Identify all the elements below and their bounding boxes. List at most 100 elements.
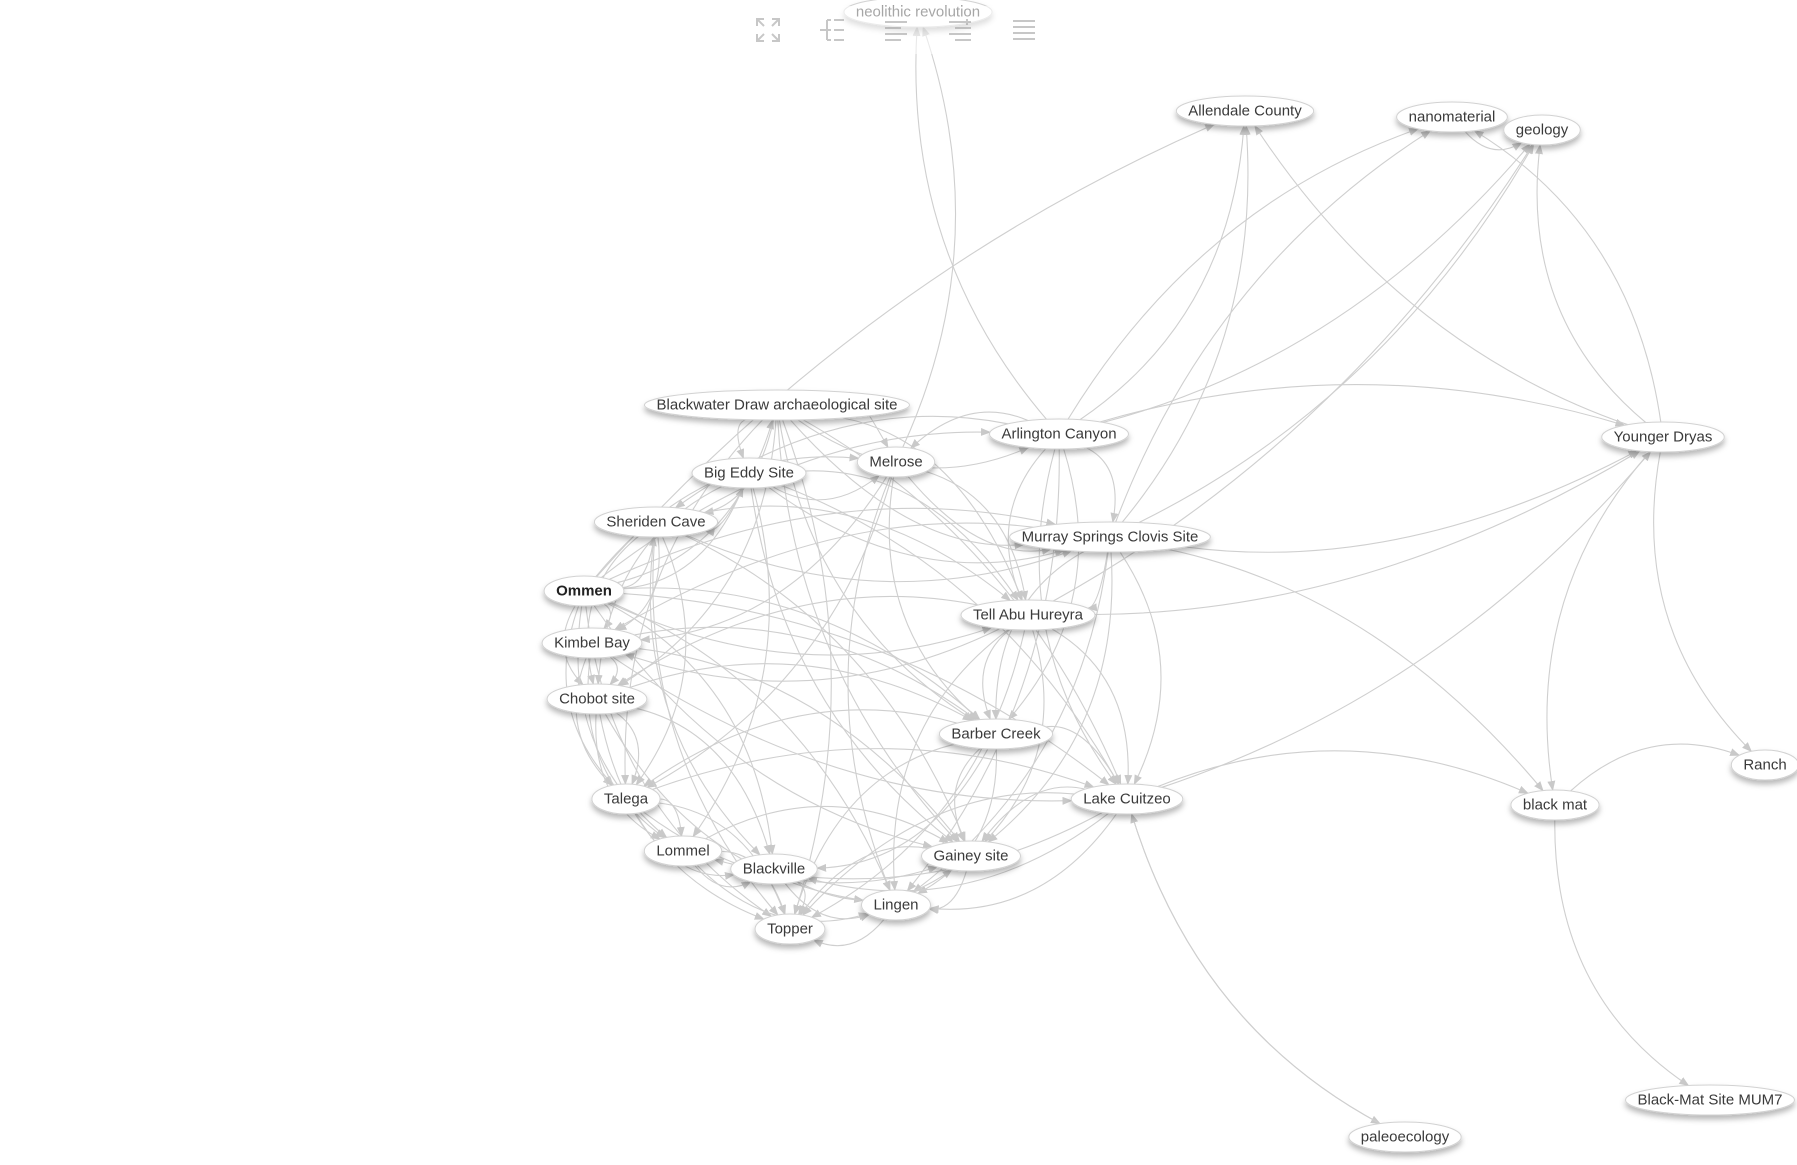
graph-node-blackwater[interactable]: Blackwater Draw archaeological site xyxy=(644,389,910,421)
graph-edge xyxy=(623,587,981,721)
graph-edge xyxy=(902,26,957,448)
node-label: paleoecology xyxy=(1361,1129,1450,1146)
graph-edge xyxy=(705,805,950,844)
node-ellipse xyxy=(989,418,1129,450)
graph-edge xyxy=(1185,450,1639,553)
node-ellipse xyxy=(1396,101,1508,133)
graph-edge xyxy=(1157,750,1529,794)
graph-edge xyxy=(660,798,685,837)
menu-button[interactable] xyxy=(1004,10,1044,50)
node-ellipse xyxy=(691,457,807,489)
align-right-button[interactable] xyxy=(940,10,980,50)
graph-edge xyxy=(613,522,1034,631)
node-ellipse xyxy=(938,718,1054,750)
graph-edge xyxy=(907,475,1052,555)
graph-node-topper[interactable]: Topper xyxy=(754,913,826,945)
node-label: geology xyxy=(1516,122,1569,139)
graph-edge xyxy=(1115,130,1432,523)
graph-node-chobot[interactable]: Chobot site xyxy=(546,683,648,715)
node-ellipse xyxy=(1625,1084,1795,1116)
graph-edge xyxy=(812,918,885,948)
graph-edge xyxy=(784,883,871,922)
graph-edge xyxy=(917,748,997,894)
node-label: Blackwater Draw archaeological site xyxy=(657,397,898,414)
graph-node-gainey[interactable]: Gainey site xyxy=(921,840,1021,872)
node-ellipse xyxy=(960,599,1096,631)
graph-node-lingen[interactable]: Lingen xyxy=(861,889,931,921)
graph-node-blackmatsite[interactable]: Black-Mat Site MUM7 xyxy=(1625,1084,1795,1116)
graph-edge xyxy=(816,748,989,872)
graph-edge xyxy=(772,474,880,501)
graph-node-ommen[interactable]: Ommen xyxy=(543,575,625,607)
graph-edge xyxy=(1100,384,1626,427)
graph-edge xyxy=(658,802,786,916)
node-label: Sheriden Cave xyxy=(606,514,705,531)
node-label: Ommen xyxy=(556,583,612,600)
graph-edge xyxy=(1067,128,1420,420)
graph-edge xyxy=(781,484,1120,786)
graph-edge xyxy=(629,663,973,721)
tree-layout-button[interactable] xyxy=(812,10,852,50)
fullscreen-button[interactable] xyxy=(748,10,788,50)
graph-node-barber[interactable]: Barber Creek xyxy=(938,718,1054,750)
graph-edge xyxy=(1094,450,1641,616)
graph-edge xyxy=(1138,143,1535,524)
graph-node-sheriden[interactable]: Sheriden Cave xyxy=(593,506,719,538)
node-ellipse xyxy=(643,835,723,867)
graph-node-murray[interactable]: Murray Springs Clovis Site xyxy=(1009,521,1211,553)
graph-edge xyxy=(1570,743,1741,792)
graph-edge xyxy=(643,709,958,787)
node-ellipse xyxy=(1175,95,1315,127)
graph-node-blackmat[interactable]: black mat xyxy=(1510,789,1600,821)
graph-node-lommel[interactable]: Lommel xyxy=(643,835,723,867)
node-ellipse xyxy=(921,840,1021,872)
graph-node-geology[interactable]: geology xyxy=(1503,114,1581,146)
graph-node-ranch[interactable]: Ranch xyxy=(1730,749,1797,781)
align-left-icon xyxy=(885,21,907,41)
graph-node-talega[interactable]: Talega xyxy=(591,783,661,815)
node-label: Black-Mat Site MUM7 xyxy=(1637,1092,1782,1109)
graph-node-cuitzeo[interactable]: Lake Cuitzeo xyxy=(1070,783,1184,815)
graph-node-bigeddy[interactable]: Big Eddy Site xyxy=(691,457,807,489)
graph-edge xyxy=(652,748,1095,791)
graph-edge xyxy=(639,476,888,644)
node-ellipse xyxy=(593,506,719,538)
graph-edge xyxy=(1546,451,1651,791)
align-left-button[interactable] xyxy=(876,10,916,50)
graph-edge xyxy=(981,786,1086,843)
graph-edge xyxy=(1086,551,1109,612)
node-label: black mat xyxy=(1523,797,1588,814)
graph-edge xyxy=(609,507,1057,580)
graph-edge xyxy=(1131,813,1381,1125)
graph-edge xyxy=(750,487,954,843)
graph-node-younger[interactable]: Younger Dryas xyxy=(1601,421,1725,453)
graph-edge xyxy=(1161,450,1652,788)
graph-edge xyxy=(1086,447,1119,523)
graph-node-allendale[interactable]: Allendale County xyxy=(1175,95,1315,127)
graph-node-nanomaterial[interactable]: nanomaterial xyxy=(1396,101,1508,133)
node-label: Murray Springs Clovis Site xyxy=(1022,529,1199,546)
graph-edge xyxy=(608,602,993,656)
graph-edge xyxy=(683,534,966,843)
node-ellipse xyxy=(591,783,661,815)
graph-edge xyxy=(685,534,1073,583)
graph-edge xyxy=(928,813,1118,914)
graph-edge xyxy=(1464,131,1523,151)
graph-edge xyxy=(1167,548,1544,792)
graph-edge xyxy=(782,419,832,916)
node-ellipse xyxy=(861,889,931,921)
graph-toolbar xyxy=(738,6,1054,54)
node-label: Lake Cuitzeo xyxy=(1083,791,1171,808)
graph-edge xyxy=(1051,628,1133,785)
node-label: Tell Abu Hureyra xyxy=(973,607,1084,624)
graph-node-melrose[interactable]: Melrose xyxy=(856,446,936,478)
graph-node-blackville[interactable]: Blackville xyxy=(730,853,818,885)
graph-node-kimbel[interactable]: Kimbel Bay xyxy=(541,627,643,659)
graph-node-arlington[interactable]: Arlington Canyon xyxy=(989,418,1129,450)
graph-node-paleoecology[interactable]: paleoecology xyxy=(1348,1121,1462,1153)
graph-edge xyxy=(1045,725,1120,786)
graph-node-tellabu[interactable]: Tell Abu Hureyra xyxy=(960,599,1096,631)
graph-edge xyxy=(635,707,772,856)
